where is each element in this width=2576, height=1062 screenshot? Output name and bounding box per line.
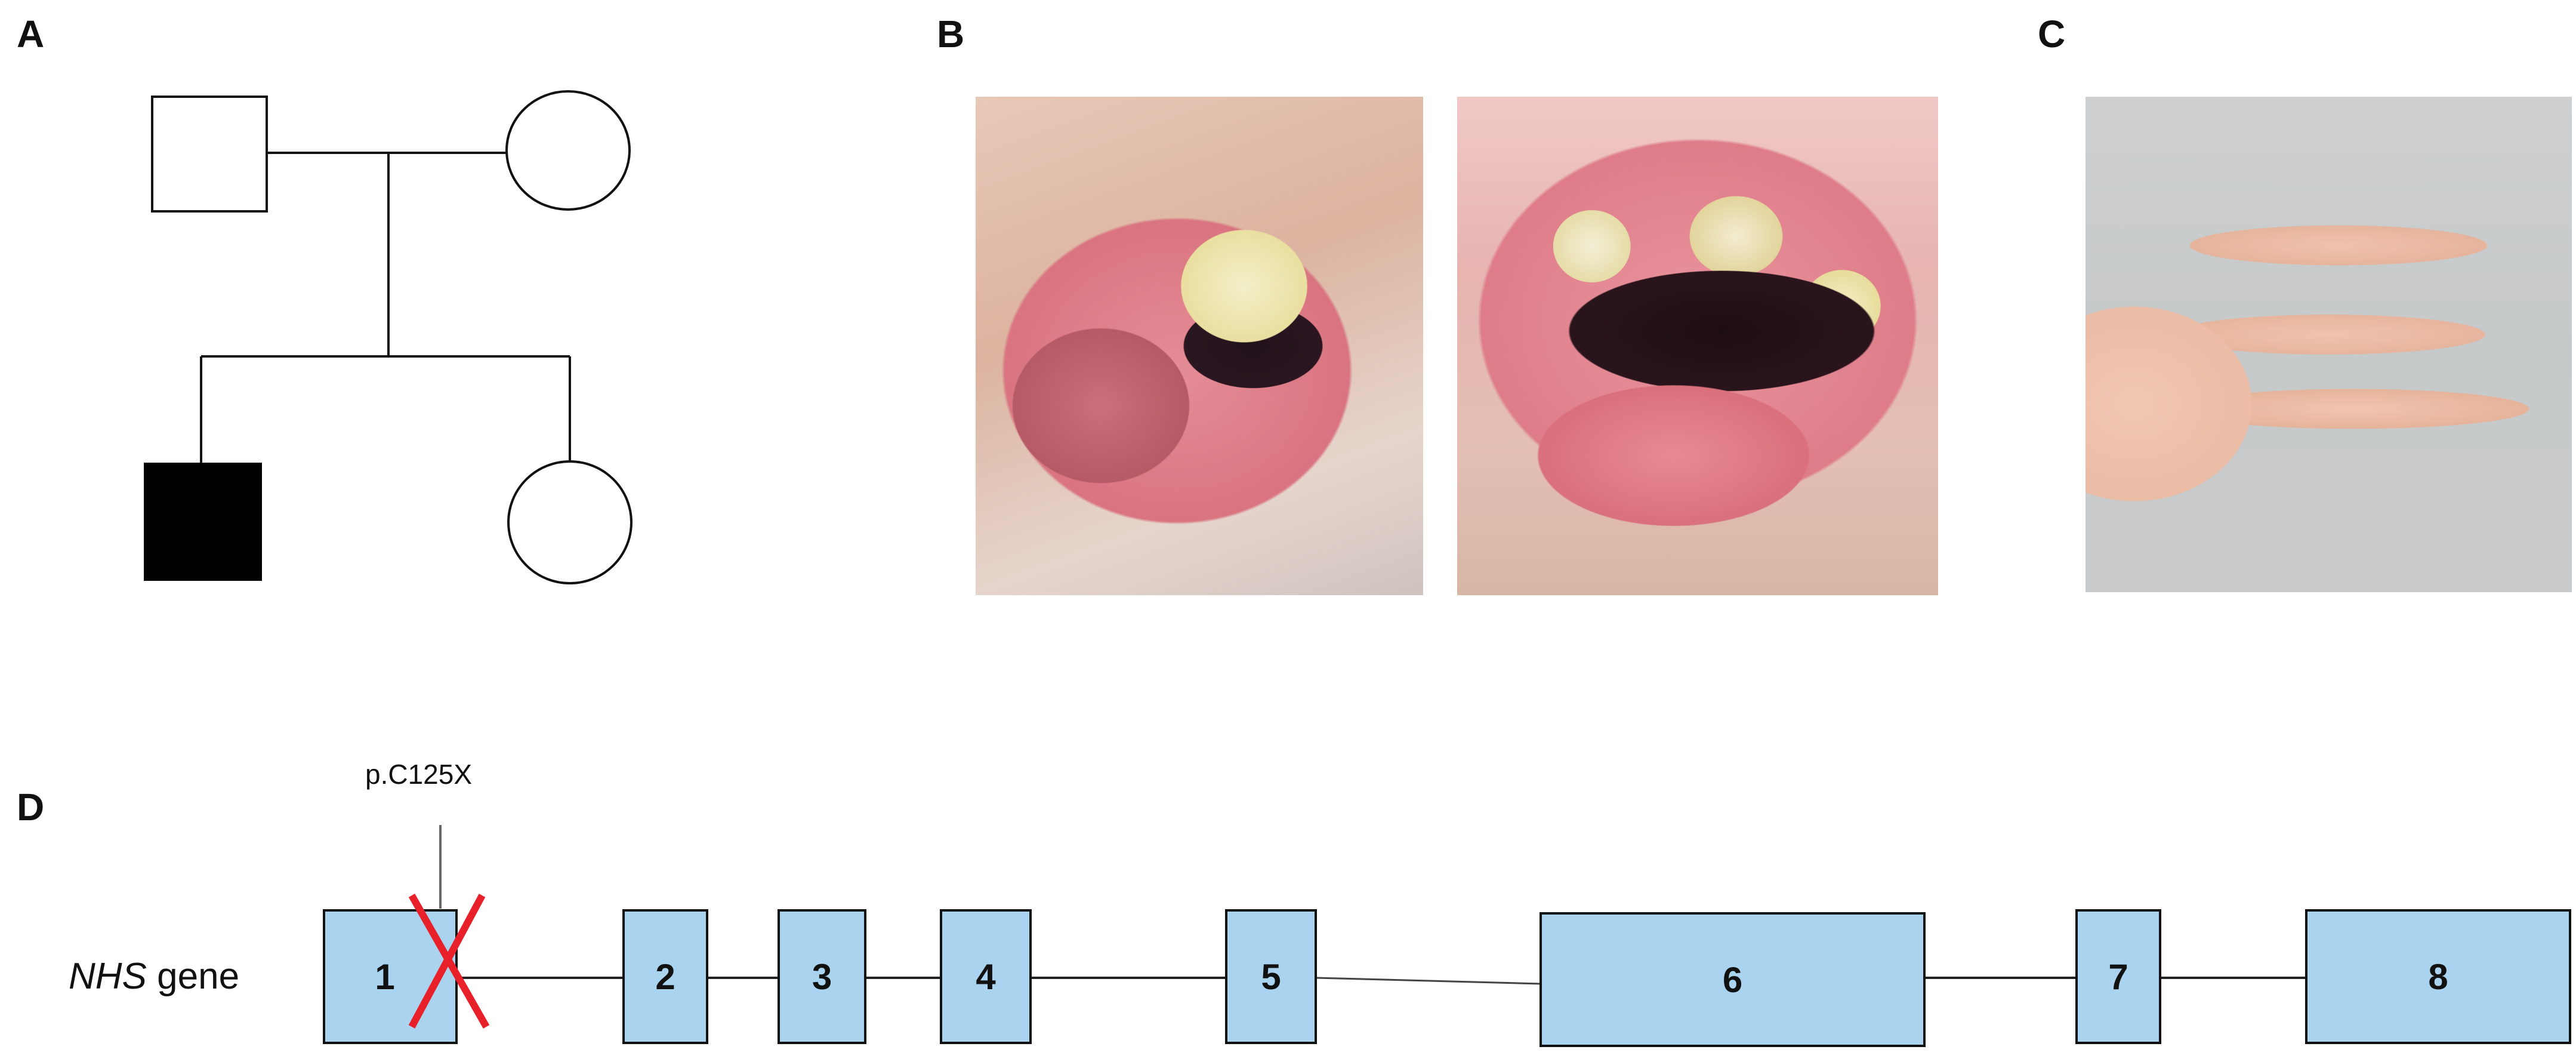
- mother-symbol: [505, 90, 631, 211]
- exon-6-label: 6: [1722, 960, 1743, 1000]
- hand-photo: [2086, 97, 2572, 592]
- panel-label-b: B: [937, 13, 965, 56]
- exon-5-label: 5: [1261, 957, 1281, 997]
- exon-7-label: 7: [2108, 957, 2128, 997]
- pedigree-chart: [144, 90, 633, 584]
- panel-label-d: D: [17, 786, 45, 829]
- exon-2-label: 2: [655, 957, 675, 997]
- gene-label: NHS gene: [69, 955, 239, 998]
- daughter-symbol: [507, 460, 633, 584]
- intron-5-6: [1315, 977, 1541, 985]
- panel-label-c: C: [2038, 13, 2066, 56]
- mutation-label: p.C125X: [365, 759, 473, 790]
- mutation-cross-stroke-2: [408, 894, 486, 1029]
- gene-suffix: gene: [146, 956, 240, 997]
- exon-3-label: 3: [812, 957, 832, 997]
- mutation-cross-stroke-1: [408, 894, 490, 1029]
- oral-photo-right: [1457, 97, 1938, 595]
- affected-son-symbol: [144, 463, 262, 581]
- exon-4-label: 4: [976, 957, 996, 997]
- oral-photo-left: [976, 97, 1423, 595]
- gene-name: NHS: [69, 956, 147, 997]
- exon-8-label: 8: [2428, 957, 2448, 997]
- panel-label-a: A: [17, 13, 45, 56]
- father-symbol: [151, 96, 268, 213]
- exon-1-label: 1: [375, 957, 395, 997]
